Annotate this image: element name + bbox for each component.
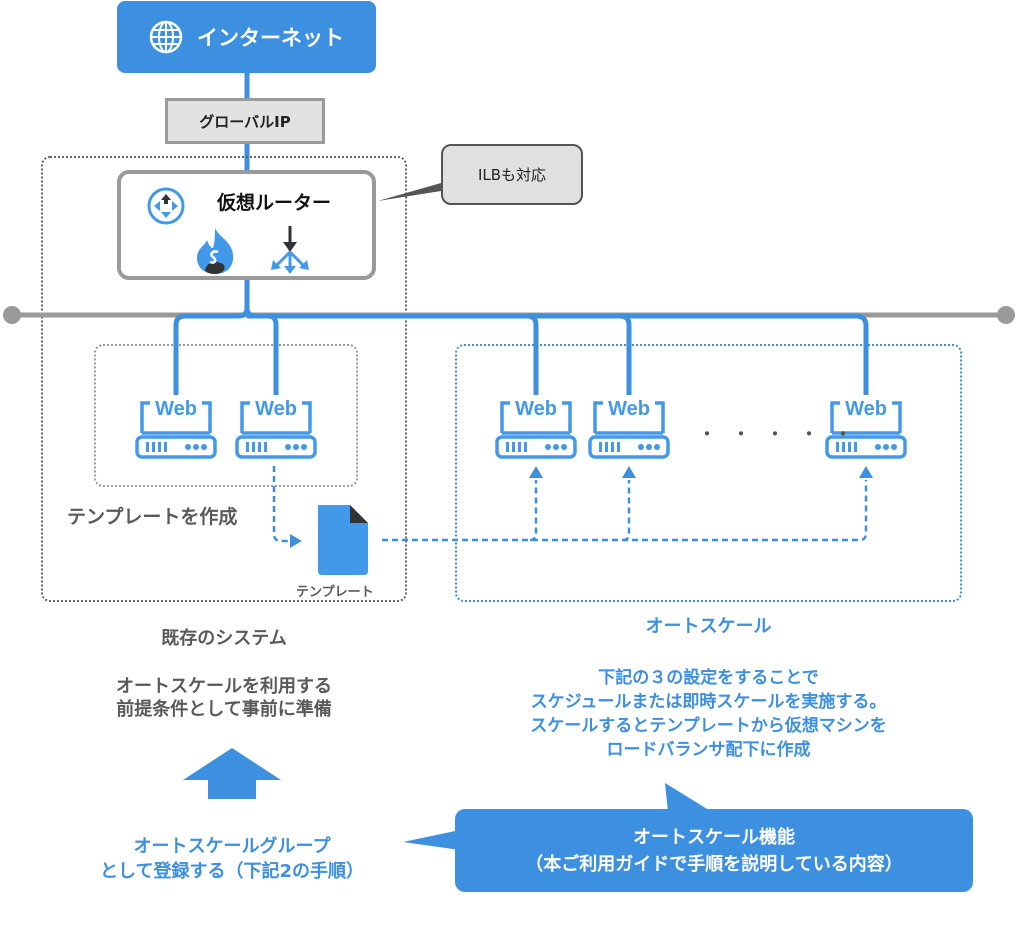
router-icon (147, 187, 185, 225)
create-template-label: テンプレートを作成 (67, 506, 238, 528)
web-server-label: Web (515, 398, 557, 420)
bus-end-right (997, 306, 1015, 324)
web-server-autoscale-1: Web (494, 395, 578, 461)
feature-callout-line: （本ご利用ガイドで手順を説明している内容） (525, 853, 903, 875)
autoscale-description: 下記の３の設定をすることで スケジュールまたは即時スケールを実施する。 スケール… (456, 666, 961, 762)
group-register-line: として登録する（下記2の手順） (100, 861, 364, 882)
ilb-callout: ILBも対応 (441, 144, 583, 205)
router-label: 仮想ルーター (217, 192, 332, 214)
internet-label: インターネット (197, 26, 344, 50)
existing-system-boundary (41, 156, 407, 602)
global-ip-label: グローバルIP (199, 112, 291, 131)
blue-bus (173, 307, 869, 395)
autoscale-feature-callout: オートスケール機能 （本ご利用ガイドで手順を説明している内容） (455, 809, 973, 892)
ellipsis-more-servers: ・・・・・ (697, 422, 867, 446)
bus-end-left (3, 306, 21, 324)
description-line: ロードバランサ配下に作成 (606, 740, 811, 760)
ilb-callout-label: ILBも対応 (477, 166, 547, 184)
web-server-label: Web (845, 398, 887, 420)
web-server-existing-1: Web (134, 395, 218, 461)
existing-system-description: オートスケールを利用する 前提条件として事前に準備 (42, 675, 406, 721)
autoscale-boundary (455, 344, 962, 602)
web-server-icon: Web (135, 398, 217, 459)
description-line: オートスケールを利用する (116, 676, 332, 697)
description-line: スケールするとテンプレートから仮想マシンを (530, 716, 887, 736)
up-arrow-icon (183, 748, 281, 799)
autoscale-title: オートスケール (645, 616, 772, 637)
flow-to-template (272, 466, 290, 543)
flow-from-template (382, 480, 868, 542)
web-server-autoscale-n: Web (824, 395, 908, 461)
description-line: 前提条件として事前に準備 (116, 699, 332, 720)
global-ip-node: グローバルIP (165, 98, 325, 144)
globe-icon (149, 20, 183, 54)
template-label: テンプレート (296, 585, 374, 600)
description-line: スケジュールまたは即時スケールを実施する。 (530, 692, 887, 712)
web-group-boundary (94, 344, 358, 487)
web-server-icon: Web (825, 398, 907, 459)
web-server-icon: Web (495, 398, 577, 459)
virtual-router-node: 仮想ルーター (117, 170, 376, 280)
load-balancer-icon (271, 226, 309, 274)
web-server-icon: Web (588, 398, 670, 459)
web-server-label: Web (608, 398, 650, 420)
web-server-existing-2: Web (234, 395, 318, 461)
internet-node: インターネット (117, 1, 376, 73)
group-register-label: オートスケールグループ として登録する（下記2の手順） (42, 834, 422, 884)
existing-system-title: 既存のシステム (161, 628, 287, 649)
web-server-autoscale-2: Web (587, 395, 671, 461)
web-server-icon: Web (235, 398, 317, 459)
description-line: 下記の３の設定をすることで (598, 668, 819, 688)
template-file-icon (318, 505, 368, 575)
group-register-line: オートスケールグループ (133, 836, 331, 857)
web-server-label: Web (155, 398, 197, 420)
feature-callout-line: オートスケール機能 (633, 826, 795, 848)
firewall-icon (197, 228, 234, 274)
web-server-label: Web (255, 398, 297, 420)
